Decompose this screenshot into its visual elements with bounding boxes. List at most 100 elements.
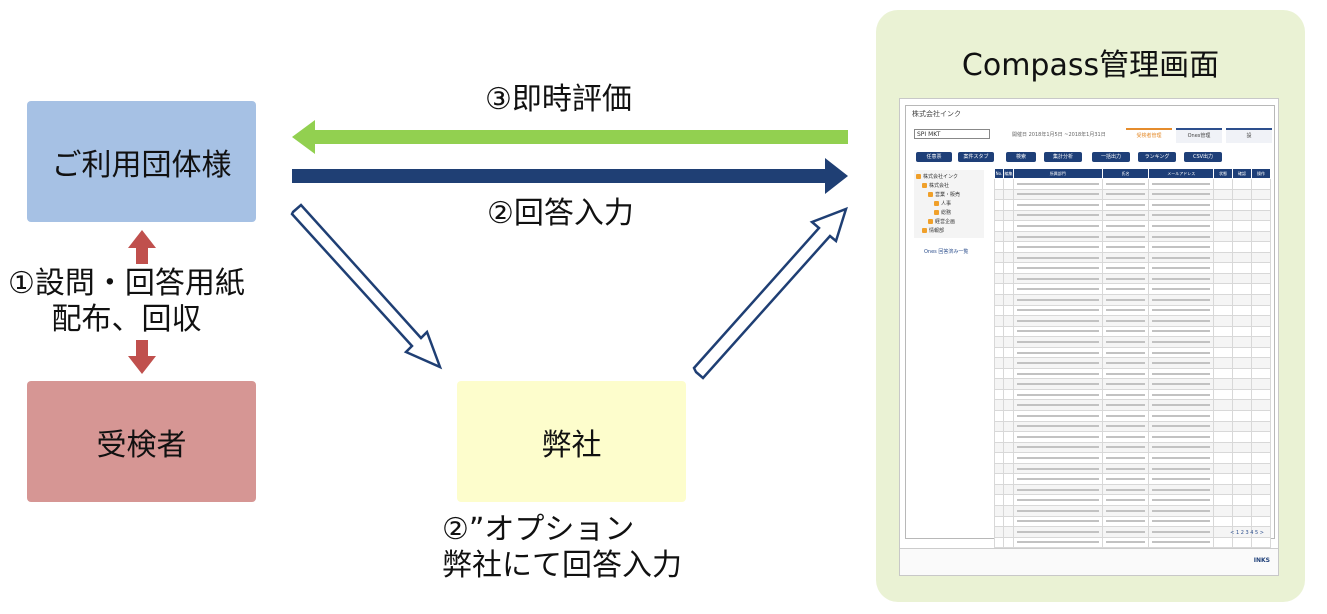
table-row[interactable]	[994, 241, 1271, 253]
table-cell	[1101, 452, 1150, 464]
table-row[interactable]	[994, 188, 1271, 201]
examinee-label: 受検者	[96, 427, 187, 463]
table-row[interactable]	[994, 431, 1271, 443]
table-row[interactable]	[994, 304, 1271, 317]
tree-node[interactable]: 営業・販売	[928, 191, 960, 198]
table-cell	[1213, 536, 1234, 549]
table-header: 確認	[1232, 168, 1253, 179]
table-cell	[994, 388, 1004, 401]
table-cell	[1251, 304, 1271, 317]
table-cell	[1213, 336, 1234, 348]
table-cell	[1251, 367, 1271, 380]
screenshot-button-5[interactable]: 一括出力	[1092, 152, 1130, 162]
table-cell	[1002, 494, 1014, 506]
table-row[interactable]	[994, 178, 1271, 190]
table-cell	[1213, 410, 1234, 422]
table-row[interactable]	[994, 315, 1271, 327]
table-row[interactable]	[994, 504, 1271, 517]
tree-node[interactable]: 株式会社	[922, 182, 949, 189]
tree-node[interactable]: 経営企画	[928, 218, 955, 225]
table-row[interactable]	[994, 473, 1271, 485]
table-row[interactable]	[994, 494, 1271, 506]
screenshot-button-1[interactable]: 任意票	[916, 152, 952, 162]
table-row[interactable]	[994, 294, 1271, 306]
table-row[interactable]	[994, 220, 1271, 232]
table-cell	[1002, 294, 1014, 306]
table-row[interactable]	[994, 251, 1271, 264]
table-cell	[1148, 378, 1215, 390]
screenshot-button-6[interactable]: ランキング	[1138, 152, 1176, 162]
table-row[interactable]	[994, 199, 1271, 211]
client-box: ご利用団体様	[27, 101, 256, 222]
table-row[interactable]	[994, 378, 1271, 390]
table-row[interactable]	[994, 336, 1271, 348]
table-cell	[994, 230, 1004, 243]
table-row[interactable]	[994, 283, 1271, 295]
screenshot-tab-settings[interactable]: 設	[1226, 128, 1272, 143]
table-row[interactable]	[994, 483, 1271, 496]
table-row[interactable]	[994, 536, 1271, 549]
table-cell	[1012, 336, 1103, 348]
outline-arrow-up-right	[692, 206, 848, 380]
table-row[interactable]	[994, 399, 1271, 412]
table-cell	[1012, 399, 1103, 412]
examinee-box: 受検者	[27, 381, 256, 502]
table-row[interactable]	[994, 367, 1271, 380]
tree-node[interactable]: 株式会社インク	[916, 173, 958, 180]
table-row[interactable]	[994, 346, 1271, 359]
tree-node[interactable]: 総務	[934, 209, 951, 216]
table-row[interactable]	[994, 209, 1271, 222]
table-cell	[1213, 357, 1234, 369]
table-cell	[1251, 410, 1271, 422]
table-header: 所属部門	[1012, 168, 1103, 179]
table-cell	[1148, 315, 1215, 327]
table-cell	[1232, 420, 1253, 433]
table-row[interactable]	[994, 452, 1271, 464]
table-cell	[1148, 483, 1215, 496]
answer-input-label: ②回答入力	[487, 196, 634, 231]
screenshot-button-7[interactable]: CSV出力	[1184, 152, 1222, 162]
table-row[interactable]	[994, 441, 1271, 454]
table-cell	[1101, 473, 1150, 485]
tree-node[interactable]: 情報部	[922, 227, 944, 234]
table-row[interactable]	[994, 272, 1271, 285]
table-cell	[1148, 441, 1215, 454]
table-cell	[1213, 504, 1234, 517]
table-cell	[1213, 241, 1234, 253]
table-cell	[1148, 431, 1215, 443]
screenshot-button-3[interactable]: 検索	[1006, 152, 1036, 162]
table-cell	[994, 431, 1004, 443]
table-row[interactable]	[994, 357, 1271, 369]
table-row[interactable]	[994, 230, 1271, 243]
table-cell	[1101, 357, 1150, 369]
table-row[interactable]	[994, 420, 1271, 433]
table-row[interactable]	[994, 515, 1271, 528]
screenshot-pagination[interactable]: < 1 2 3 4 5 >	[1230, 530, 1264, 536]
table-row[interactable]	[994, 526, 1271, 538]
table-cell	[1213, 515, 1234, 528]
screenshot-tab-examinees[interactable]: 受検者管理	[1126, 128, 1172, 143]
table-cell	[1002, 420, 1014, 433]
table-cell	[1101, 262, 1150, 274]
screenshot-select[interactable]: SPI MKT	[914, 129, 990, 139]
table-row[interactable]	[994, 410, 1271, 422]
screenshot-answered-link[interactable]: Ones 回答済み一覧	[924, 249, 969, 255]
table-cell	[1232, 357, 1253, 369]
table-row[interactable]	[994, 262, 1271, 274]
screenshot-tab-ones[interactable]: Ones管理	[1176, 128, 1222, 143]
table-cell	[1148, 357, 1215, 369]
table-cell	[1148, 462, 1215, 475]
table-cell	[1148, 388, 1215, 401]
table-cell	[1101, 494, 1150, 506]
tree-node[interactable]: 人事	[934, 200, 951, 207]
table-row[interactable]	[994, 325, 1271, 338]
table-cell	[1101, 346, 1150, 359]
table-row[interactable]	[994, 388, 1271, 401]
table-header: 操作	[1251, 168, 1271, 179]
screenshot-button-2[interactable]: 案件スタブ	[958, 152, 994, 162]
table-row[interactable]	[994, 462, 1271, 475]
table-cell	[1148, 515, 1215, 528]
table-cell	[1251, 462, 1271, 475]
table-cell	[1101, 188, 1150, 201]
screenshot-button-4[interactable]: 集計分析	[1044, 152, 1082, 162]
